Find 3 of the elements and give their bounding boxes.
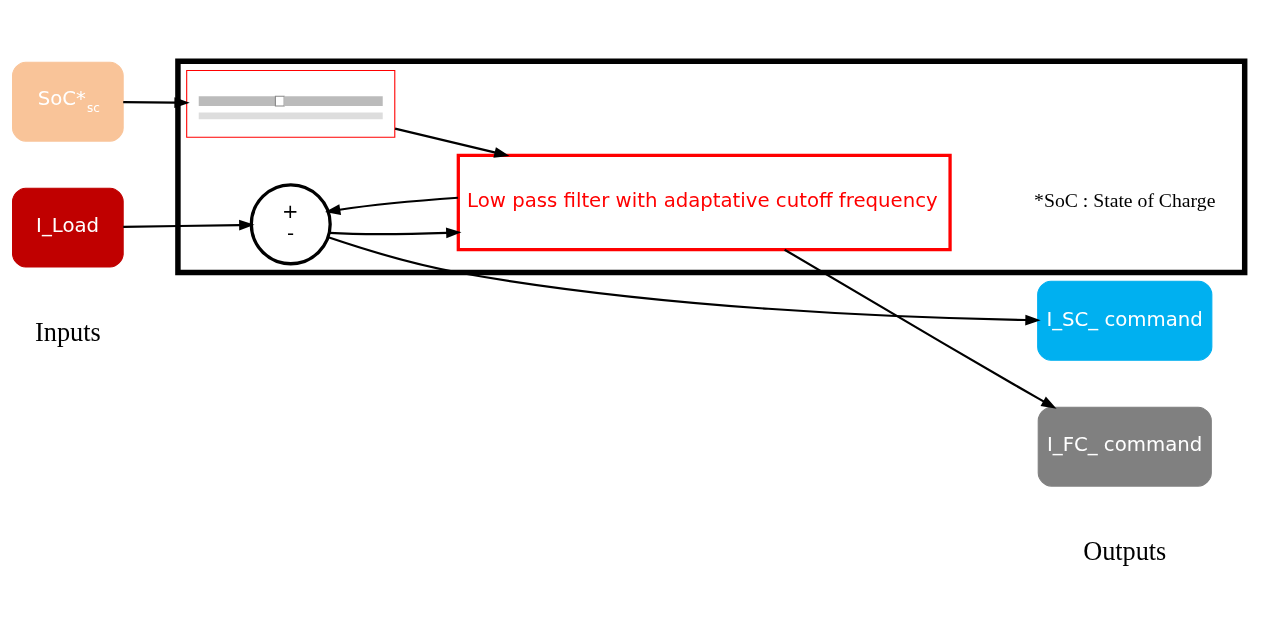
label: Outputs	[1083, 536, 1167, 566]
label: Inputs	[35, 317, 101, 347]
label: *SoC : State of Charge	[1034, 188, 1216, 211]
